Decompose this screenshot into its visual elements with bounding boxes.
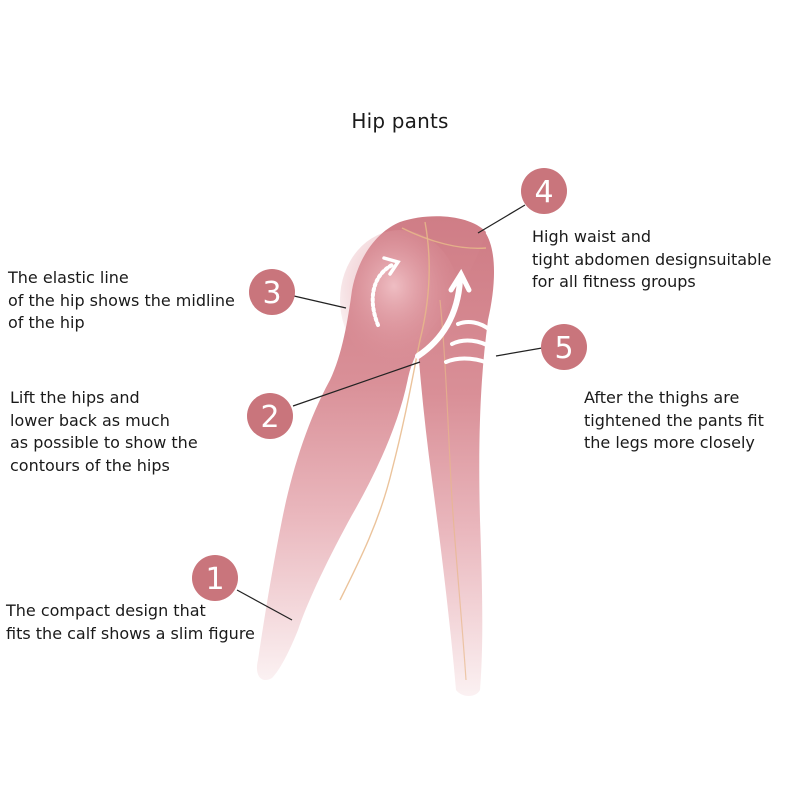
callout-1-line-1: The compact design that [6,601,206,620]
leggings-left-leg-and-hip [256,216,486,680]
callout-text-3: The elastic line of the hip shows the mi… [8,267,235,335]
arrow-main-curve-head [448,268,472,293]
callout-2-line-1: Lift the hips and [10,388,140,407]
callout-2-line-2: lower back as much [10,410,170,430]
arrow-thigh-3 [444,356,496,368]
callout-2-line-4: contours of the hips [10,455,170,475]
callout-text-2: Lift the hips and lower back as much as … [10,387,198,477]
callout-3-line-3: of the hip [8,313,85,332]
callout-3-line-2: of the hip shows the midline [8,290,235,310]
badge-1: 1 [192,555,238,601]
svg-text:2: 2 [260,400,279,435]
seam-line-hip [339,221,430,601]
leader-line-4 [477,204,526,234]
badge-5: 5 [541,324,587,370]
leader-line-5 [495,347,543,357]
hip-highlight [340,230,460,370]
callout-5-line-3: the legs more closely [584,433,755,452]
arrow-thigh-1 [456,320,492,332]
callout-3-line-1: The elastic line [8,268,129,287]
leader-line-3 [293,295,347,309]
callout-5-line-2: tightened the pants fit [584,410,764,430]
callout-4-line-3: for all fitness groups [532,272,696,291]
svg-text:3: 3 [262,276,281,311]
arrow-dotted-curve-head [382,256,401,276]
arrow-main-curve [415,277,463,359]
badge-2: 2 [247,393,293,439]
callout-2-line-3: as possible to show the [10,433,198,452]
badge-3: 3 [249,269,295,315]
callout-5-line-1: After the thighs are [584,388,740,407]
lift-arrows [370,256,496,368]
callout-text-1: The compact design that fits the calf sh… [6,600,255,645]
seam-line-waist [401,227,487,250]
arrow-dotted-curve [370,263,394,327]
callout-text-5: After the thighs are tightened the pants… [584,387,764,455]
callout-4-line-2: tight abdomen designsuitable [532,249,772,269]
leader-line-2 [292,361,421,407]
arrow-thigh-2 [450,338,494,350]
callout-text-4: High waist and tight abdomen designsuita… [532,226,771,294]
badge-4: 4 [521,168,567,214]
callout-4-line-1: High waist and [532,227,651,246]
seam-line-thigh [439,299,467,681]
leader-line-1 [236,589,293,621]
callout-1-line-2: fits the calf shows a slim figure [6,623,255,643]
svg-text:5: 5 [554,331,573,366]
diagram-title: Hip pants [351,109,449,133]
svg-text:4: 4 [534,175,553,210]
svg-text:1: 1 [205,562,224,597]
